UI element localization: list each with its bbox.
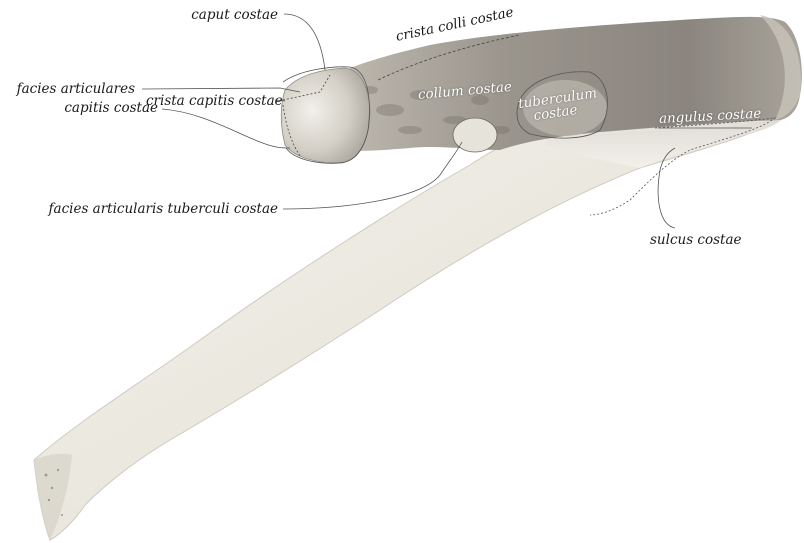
- label-facies-articularis-tuberculi-costae: facies articularis tuberculi costae: [20, 202, 278, 216]
- label-crista-capitis-costae: crista capitis costae: [146, 94, 283, 108]
- label-capitis-costae: capitis costae: [0, 101, 158, 115]
- label-caput-costae: caput costae: [160, 8, 278, 22]
- label-sulcus-costae: sulcus costae: [650, 233, 742, 247]
- label-facies-articulares: facies articulares: [0, 82, 135, 96]
